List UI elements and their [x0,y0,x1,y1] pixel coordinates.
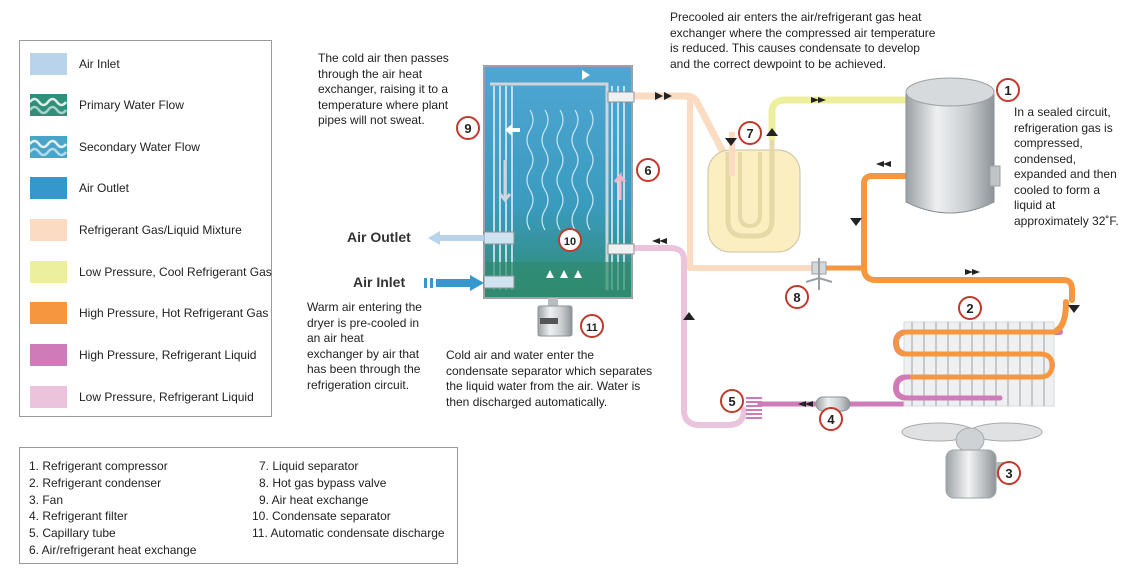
legend-item-refrigerant-mixture: Refrigerant Gas/Liquid Mixture [30,219,270,243]
legend-swatch-high-pressure-liquid [30,344,67,366]
legend-item-high-pressure-gas: High Pressure, Hot Refrigerant Gas [30,302,270,326]
part-item: 3. Fan [29,493,64,507]
legend-item-low-pressure-liquid: Low Pressure, Refrigerant Liquid [30,386,270,410]
callout-6: 6 [636,158,660,182]
legend-item-air-inlet: Air Inlet [30,53,270,77]
pipe-low-pressure-liquid [622,245,747,428]
legend-item-air-outlet: Air Outlet [30,177,270,201]
legend-swatch-secondary-water-flow [29,136,67,158]
legend-swatch-primary-water-flow [29,94,67,116]
dryer-tank [483,65,635,299]
svg-text:11: 11 [586,322,598,334]
legend-label: Primary Water Flow [79,98,184,112]
note-condensate: Cold air and water enter the condensate … [446,348,653,409]
legend-swatch-high-pressure-gas [30,302,67,324]
legend-item-low-pressure-gas: Low Pressure, Cool Refrigerant Gas [30,261,272,285]
svg-text:4: 4 [827,412,835,427]
part-item: 1. Refrigerant compressor [29,459,168,473]
svg-text:5: 5 [728,394,735,409]
air-inlet-arrow [424,275,484,291]
part-item: 8. Hot gas bypass valve [259,476,387,490]
callout-2: 2 [958,296,982,320]
fan [901,422,1043,499]
note-sealed-circuit: In a sealed circuit, refrigeration gas i… [1014,105,1119,228]
part-item: 4. Refrigerant filter [29,509,128,523]
legend-item-secondary-water-flow: Secondary Water Flow [29,136,270,160]
flow-direction-arrows [652,92,1080,407]
callout-8: 8 [785,285,809,309]
legend-label: Refrigerant Gas/Liquid Mixture [79,223,242,237]
pipe-hot-gas [861,173,1075,303]
legend: Air Inlet Primary Water Flow Secondary W… [19,40,272,417]
legend-label: Air Inlet [79,57,120,71]
callout-11: 11 [580,314,604,338]
legend-label: High Pressure, Refrigerant Liquid [79,348,257,362]
svg-text:9: 9 [464,121,471,136]
callout-1: 1 [996,78,1020,102]
note-precooled: Precooled air enters the air/refrigerant… [670,10,936,71]
legend-swatch-refrigerant-mixture [30,219,67,241]
svg-text:7: 7 [746,126,753,141]
air-outlet-arrow [428,231,484,245]
pipe-low-pressure-gas [768,96,910,142]
legend-label: Air Outlet [79,181,130,195]
callout-9: 9 [456,116,480,140]
callout-10: 10 [558,228,582,252]
compressor [905,77,1001,214]
condenser-fins [903,321,1055,407]
note-cold-air: The cold air then passes through the air… [318,51,449,127]
svg-text:2: 2 [966,301,973,316]
svg-text:1: 1 [1004,83,1011,98]
legend-swatch-low-pressure-liquid [30,386,67,408]
callout-5: 5 [720,389,744,413]
callout-7: 7 [738,121,762,145]
legend-swatch-air-inlet [30,53,67,75]
pipe-mixture [629,92,726,154]
part-item: 9. Air heat exchange [259,493,369,507]
part-item: 7. Liquid separator [259,459,359,473]
svg-text:10: 10 [564,236,576,248]
callouts: 1 2 3 4 5 6 7 8 9 10 11 [456,78,1021,485]
legend-swatch-low-pressure-gas [30,261,67,283]
air-outlet-label: Air Outlet [347,229,411,245]
legend-item-primary-water-flow: Primary Water Flow [29,94,270,118]
legend-item-high-pressure-liquid: High Pressure, Refrigerant Liquid [30,344,270,368]
callout-3: 3 [997,461,1021,485]
capillary-tube [746,397,762,419]
part-item: 6. Air/refrigerant heat exchange [29,543,197,557]
part-item: 11. Automatic condensate discharge [252,526,445,540]
legend-label: Secondary Water Flow [79,140,200,154]
svg-text:8: 8 [793,290,800,305]
pipe-mixture-return [687,97,823,271]
svg-text:3: 3 [1005,466,1012,481]
svg-text:6: 6 [644,163,651,178]
parts-list: 1. Refrigerant compressor 2. Refrigerant… [19,447,458,564]
condensate-discharge [537,298,573,337]
callout-4: 4 [819,407,843,431]
part-item: 5. Capillary tube [29,526,116,540]
legend-label: Low Pressure, Cool Refrigerant Gas [79,265,272,279]
hot-gas-bypass-valve [805,258,833,290]
part-item: 10. Condensate separator [252,509,391,523]
legend-label: Low Pressure, Refrigerant Liquid [79,390,254,404]
air-inlet-label: Air Inlet [353,274,406,290]
condenser-coil-overlay [893,329,1057,401]
legend-swatch-air-outlet [30,177,67,199]
legend-label: High Pressure, Hot Refrigerant Gas [79,306,269,320]
part-item: 2. Refrigerant condenser [29,476,162,490]
note-warm-air: Warm air entering the dryer is pre-coole… [307,300,422,392]
